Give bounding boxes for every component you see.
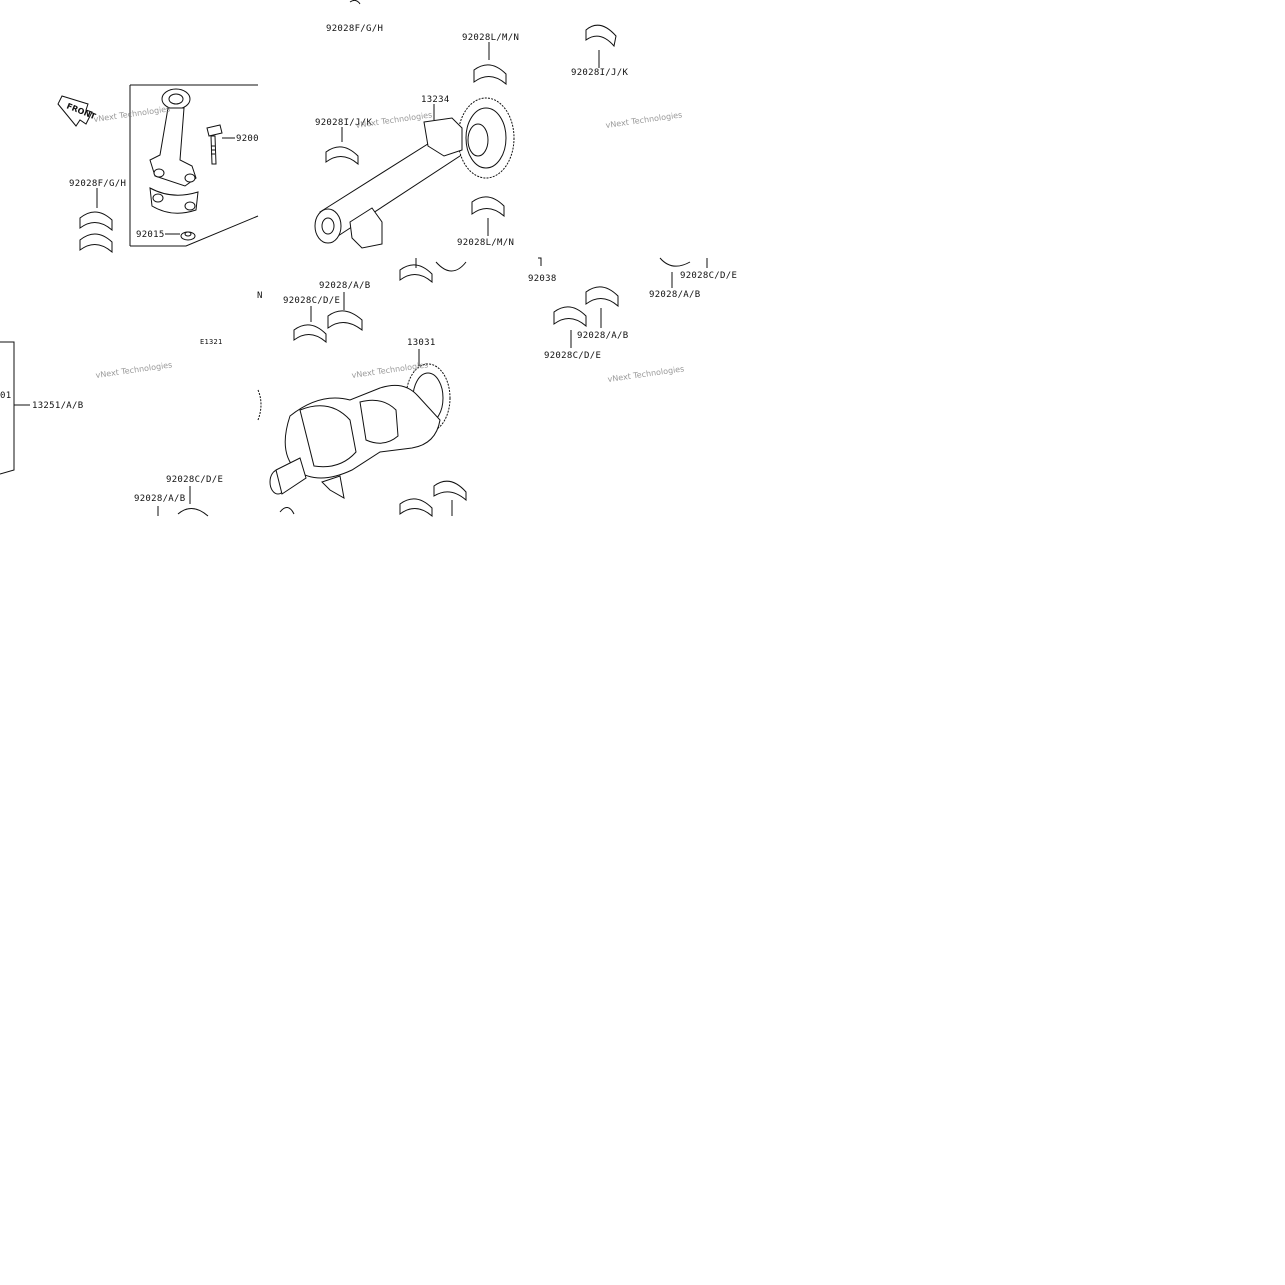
balancer-shaft-icon	[314, 97, 515, 249]
callout-92015: 92015	[136, 230, 165, 240]
bearing-shell-partial-icon	[399, 258, 467, 284]
rod-nut-icon	[180, 231, 196, 241]
callout-92028ijk-right: 92028I/J/K	[571, 68, 628, 78]
svg-text:vNext Technologies: vNext Technologies	[93, 104, 171, 124]
callout-92028ab-r1: 92028/A/B	[649, 290, 700, 300]
callout-13251: 13251/A/B	[32, 401, 83, 411]
callout-13234: 13234	[421, 95, 450, 105]
callout-9200: 9200	[236, 134, 259, 144]
bearing-shell-mid-pair-icon	[293, 310, 363, 344]
callout-13031: 13031	[407, 338, 436, 348]
callout-92028cde-r1: 92028C/D/E	[680, 271, 737, 281]
bearing-shell-ijk-mid-icon	[325, 146, 359, 166]
callout-92028cde-low: 92028C/D/E	[166, 475, 223, 485]
callout-01-fragment: 01	[0, 391, 11, 401]
callout-92028fgh-left: 92028F/G/H	[69, 179, 126, 189]
watermark: vNext Technologies vNext Technologies vN…	[93, 104, 685, 384]
callout-92028ab-mid: 92028/A/B	[319, 281, 370, 291]
callout-92038: 92038	[528, 274, 557, 284]
callout-92028lmn-top: 92028L/M/N	[462, 33, 519, 43]
bearing-shell-lower-icon	[177, 480, 467, 518]
callout-92028ab-r2: 92028/A/B	[577, 331, 628, 341]
bearing-shell-lmn-mid-icon	[471, 196, 505, 218]
svg-text:vNext Technologies: vNext Technologies	[605, 110, 683, 130]
callout-92028fgh-top: 92028F/G/H	[326, 24, 383, 34]
svg-text:vNext Technologies: vNext Technologies	[355, 110, 433, 130]
bearing-shell-ijk-right-icon	[585, 24, 617, 48]
callout-92028ab-low: 92028/A/B	[134, 494, 185, 504]
rod-bolt-icon	[206, 124, 223, 165]
front-arrow-icon: FRONT	[57, 95, 97, 127]
callout-92028cde-mid: 92028C/D/E	[283, 296, 340, 306]
bearing-shell-left-a-icon	[79, 211, 113, 254]
connecting-rod-group: 9200 92015	[129, 84, 259, 247]
callout-n-fragment: N	[257, 291, 263, 301]
crankshaft-icon	[269, 363, 451, 499]
connecting-rod-icon	[149, 88, 199, 214]
bearing-shell-right-pair-icon	[553, 286, 619, 328]
bearing-shell-upper-lmn-icon	[473, 64, 507, 86]
svg-text:vNext Technologies: vNext Technologies	[607, 364, 685, 384]
svg-text:vNext Technologies: vNext Technologies	[95, 360, 173, 380]
callout-92028ijk-mid: 92028I/J/K	[315, 118, 372, 128]
diagram-code: E1321	[200, 338, 223, 346]
callout-92028cde-r2: 92028C/D/E	[544, 351, 601, 361]
callout-92028lmn-mid: 92028L/M/N	[457, 238, 514, 248]
